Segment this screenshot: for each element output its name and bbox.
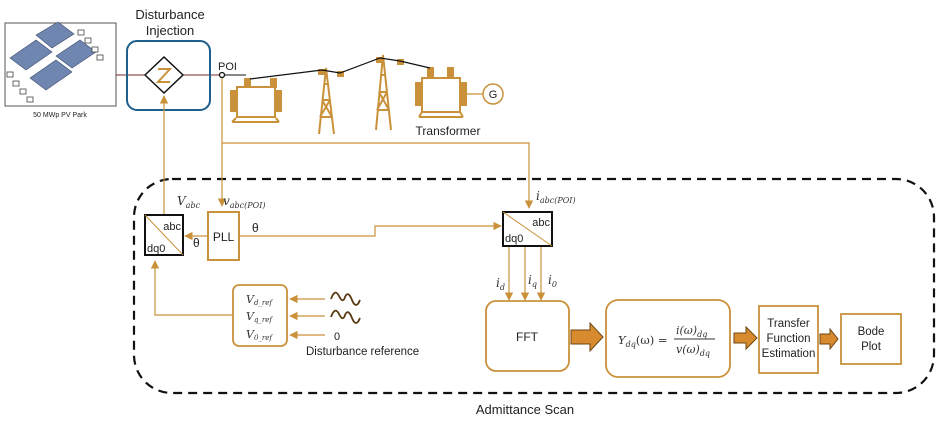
poi-node [218, 71, 226, 79]
disturbance-reference-label: Disturbance reference [306, 346, 419, 358]
i0-label: i0 [548, 273, 557, 289]
dq0-label: dq0 [505, 233, 523, 245]
injection-title-line1: Disturbance [135, 7, 204, 22]
fft-label: FFT [516, 330, 539, 344]
flow-arrow-icon [570, 321, 604, 353]
inverter-icons [6, 29, 104, 103]
transmission-tower-icon [375, 54, 404, 131]
transformer-icon [230, 78, 282, 123]
overhead-line [249, 57, 431, 80]
transmission-tower-icon [318, 67, 344, 135]
disturbance-reference-block: Vd_ref Vq_ref V0_ref [232, 284, 288, 347]
tfe-label-line1: Transfer [767, 318, 810, 330]
pv-park: 50 MWp PV Park [4, 21, 117, 119]
waveform-icon [330, 309, 361, 324]
transformer-icon [415, 67, 467, 118]
admittance-denominator: v(ω)dq [676, 343, 710, 358]
pll-block: PLL [207, 211, 240, 261]
transformer-label: Transformer [416, 124, 481, 138]
id-label: id [496, 276, 505, 292]
vd-ref-label: Vd_ref [246, 293, 273, 307]
flow-arrow-icon [819, 327, 839, 351]
vq-ref-label: Vq_ref [246, 310, 273, 324]
tfe-label-line2: Function [766, 333, 810, 345]
v0-ref-label: V0_ref [246, 328, 273, 342]
v-abc-label: Vabc [177, 194, 201, 210]
v-abc-poi-label: vabc(POI) [223, 194, 266, 210]
admittance-numerator: i(ω)dq [676, 324, 707, 339]
generator-icon [482, 83, 504, 105]
measurement-wiring [150, 78, 546, 340]
tfe-label-line3: Estimation [762, 348, 816, 360]
flow-arrow-icon [733, 325, 758, 351]
theta-left-label: θ [193, 236, 200, 250]
admittance-lhs: Ydq(ω) = [618, 333, 668, 349]
abc-dq0-transform-current: abc dq0 [502, 211, 553, 247]
theta-right-label: θ [252, 221, 259, 235]
impedance-diamond-icon [143, 55, 185, 95]
injection-title-line2: Injection [146, 23, 194, 38]
transfer-function-estimation-block: Transfer Function Estimation [758, 305, 819, 374]
pll-label: PLL [213, 230, 235, 244]
bode-label-line1: Bode [858, 326, 885, 338]
abc-label: abc [532, 217, 550, 229]
dq0-label: dq0 [147, 243, 165, 255]
admittance-scan-frame [132, 177, 936, 395]
abc-dq0-transform-voltage: abc dq0 [144, 214, 184, 256]
injection-block [126, 40, 211, 111]
waveform-icon [330, 291, 361, 306]
iq-label: iq [528, 273, 537, 289]
bode-plot-block: Bode Plot [840, 313, 902, 365]
zero-reference: 0 [334, 331, 340, 343]
poi-label: POI [218, 61, 237, 73]
admittance-scan-label: Admittance Scan [476, 402, 574, 417]
i-abc-poi-label: iabc(POI) [536, 189, 576, 205]
fft-block: FFT [485, 300, 570, 372]
abc-label: abc [163, 221, 181, 233]
admittance-equation-block: Ydq(ω) = i(ω)dq v(ω)dq [605, 299, 731, 378]
generator-label: G [489, 89, 498, 101]
bode-label-line2: Plot [861, 341, 882, 353]
pv-panels-icon [9, 21, 97, 91]
pv-park-label: 50 MWp PV Park [33, 112, 87, 119]
